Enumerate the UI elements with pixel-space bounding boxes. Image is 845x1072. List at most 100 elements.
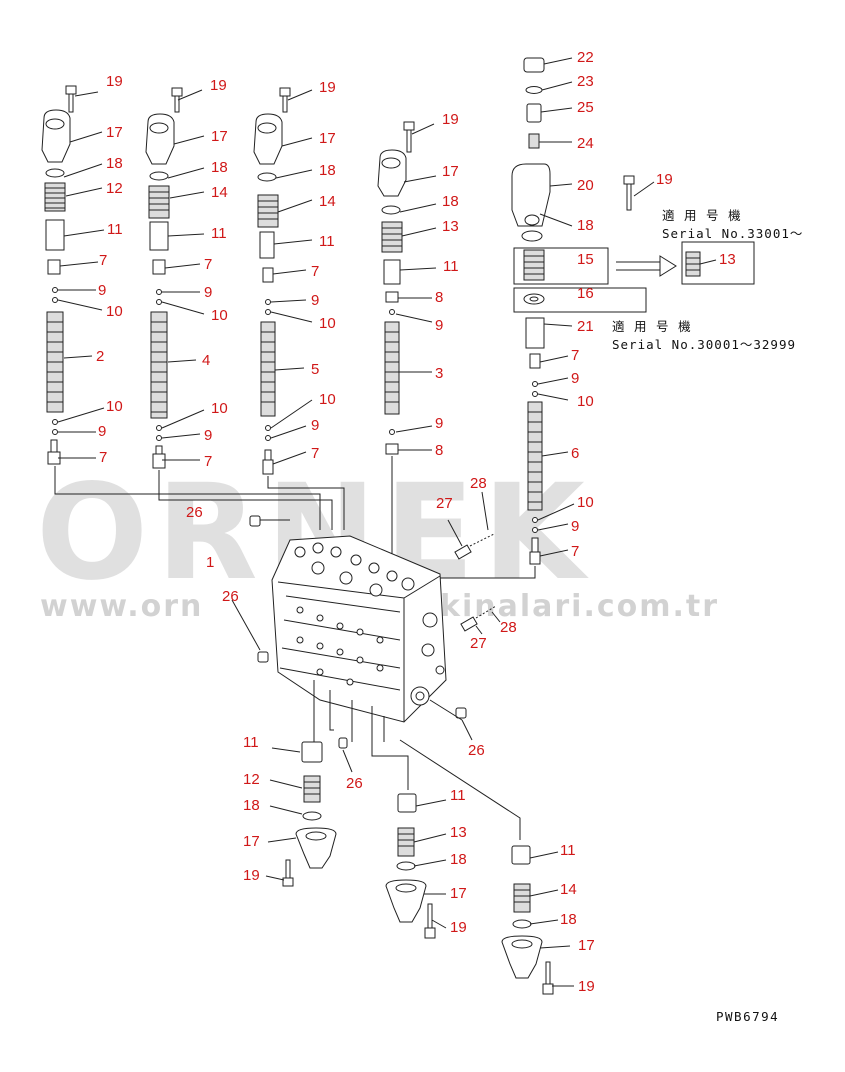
callout-9: 9 <box>311 417 319 434</box>
callout-11: 11 <box>450 787 466 804</box>
callout-21: 21 <box>577 318 594 335</box>
callout-25: 25 <box>577 99 594 116</box>
callout-8: 8 <box>435 289 443 306</box>
callout-9: 9 <box>571 518 579 535</box>
callout-13: 13 <box>442 218 459 235</box>
callout-28: 28 <box>500 619 517 636</box>
callout-19: 19 <box>106 73 123 90</box>
spring-14 <box>257 194 279 228</box>
spring-24 <box>528 133 540 149</box>
box-15 <box>513 247 609 285</box>
callout-26: 26 <box>468 742 485 759</box>
retainer-21 <box>525 317 545 349</box>
callout-17: 17 <box>578 937 595 954</box>
callout-10: 10 <box>319 315 336 332</box>
bottom-stack-1 <box>265 741 337 887</box>
plug-27-b <box>460 616 478 632</box>
spring-14 <box>148 185 170 219</box>
callout-9: 9 <box>98 282 106 299</box>
callout-10: 10 <box>577 393 594 410</box>
callout-18: 18 <box>442 193 459 210</box>
callout-10: 10 <box>211 307 228 324</box>
drawing-code: PWB6794 <box>716 1009 779 1024</box>
callout-18: 18 <box>211 159 228 176</box>
callout-10: 10 <box>106 398 123 415</box>
callout-10: 10 <box>106 303 123 320</box>
plug-25 <box>526 103 542 123</box>
callout-15: 15 <box>577 251 594 268</box>
callout-13: 13 <box>719 251 736 268</box>
spool-assembly-5 <box>253 87 345 530</box>
callout-14: 14 <box>211 184 228 201</box>
callout-7: 7 <box>311 445 319 462</box>
callout-19: 19 <box>442 111 459 128</box>
cover-17 <box>145 113 175 165</box>
callout-14: 14 <box>560 881 577 898</box>
callout-18: 18 <box>106 155 123 172</box>
callout-18: 18 <box>560 911 577 928</box>
callout-numbers: 19 17 18 12 11 7 9 10 2 10 9 7 19 17 18 … <box>96 49 736 995</box>
callout-17: 17 <box>319 130 336 147</box>
spool-assembly-2 <box>41 85 321 530</box>
box-13 <box>681 241 755 285</box>
callout-14: 14 <box>319 193 336 210</box>
callout-16: 16 <box>577 285 594 302</box>
plug-26-c <box>338 737 348 749</box>
cap-22 <box>523 57 545 73</box>
cover-17 <box>41 109 71 163</box>
callout-13: 13 <box>450 824 467 841</box>
callout-8: 8 <box>435 442 443 459</box>
callout-7: 7 <box>99 252 107 269</box>
spool-assembly-3 <box>377 121 437 580</box>
spring-13 <box>381 221 403 253</box>
callout-17: 17 <box>211 128 228 145</box>
callout-11: 11 <box>443 258 459 275</box>
serial-a-range: Serial No.33001～ <box>662 226 803 241</box>
callout-11: 11 <box>107 221 123 238</box>
ball-10 <box>52 297 58 303</box>
plugs <box>231 491 501 773</box>
callout-17: 17 <box>450 885 467 902</box>
callout-1: 1 <box>206 554 214 571</box>
callout-26: 26 <box>222 588 239 605</box>
callout-7: 7 <box>311 263 319 280</box>
callout-18: 18 <box>319 162 336 179</box>
spring-12 <box>44 182 66 212</box>
callout-27: 27 <box>436 495 453 512</box>
callout-19: 19 <box>243 867 260 884</box>
callout-7: 7 <box>571 543 579 560</box>
watermark-url-left: www.orn <box>40 589 203 624</box>
callout-10: 10 <box>211 400 228 417</box>
callout-17: 17 <box>106 124 123 141</box>
plug-26-a <box>249 515 261 527</box>
bottom-stack-3 <box>501 845 574 995</box>
spring-15 <box>523 249 545 281</box>
callout-11: 11 <box>560 842 576 859</box>
serial-a-title: 適 用 号 機 <box>662 208 742 223</box>
spool-3 <box>384 321 400 415</box>
callout-9: 9 <box>204 427 212 444</box>
callout-26: 26 <box>186 504 203 521</box>
callout-9: 9 <box>311 292 319 309</box>
box-16 <box>513 287 647 313</box>
callout-7: 7 <box>204 453 212 470</box>
callout-12: 12 <box>106 180 123 197</box>
callout-10: 10 <box>577 494 594 511</box>
bottom-leaders <box>313 680 521 840</box>
spool-assembly-6 <box>420 57 655 579</box>
callout-6: 6 <box>571 445 579 462</box>
callout-22: 22 <box>577 49 594 66</box>
o-ring-23 <box>525 86 543 94</box>
callout-7: 7 <box>571 347 579 364</box>
callout-27: 27 <box>470 635 487 652</box>
callout-11: 11 <box>319 233 335 250</box>
callout-7: 7 <box>204 256 212 273</box>
callout-18: 18 <box>450 851 467 868</box>
watermark-url-right: kinalari.com.tr <box>440 589 719 624</box>
callout-17: 17 <box>243 833 260 850</box>
callout-12: 12 <box>243 771 260 788</box>
o-ring-18 <box>45 168 65 178</box>
callout-9: 9 <box>435 317 443 334</box>
callout-11: 11 <box>243 734 259 751</box>
